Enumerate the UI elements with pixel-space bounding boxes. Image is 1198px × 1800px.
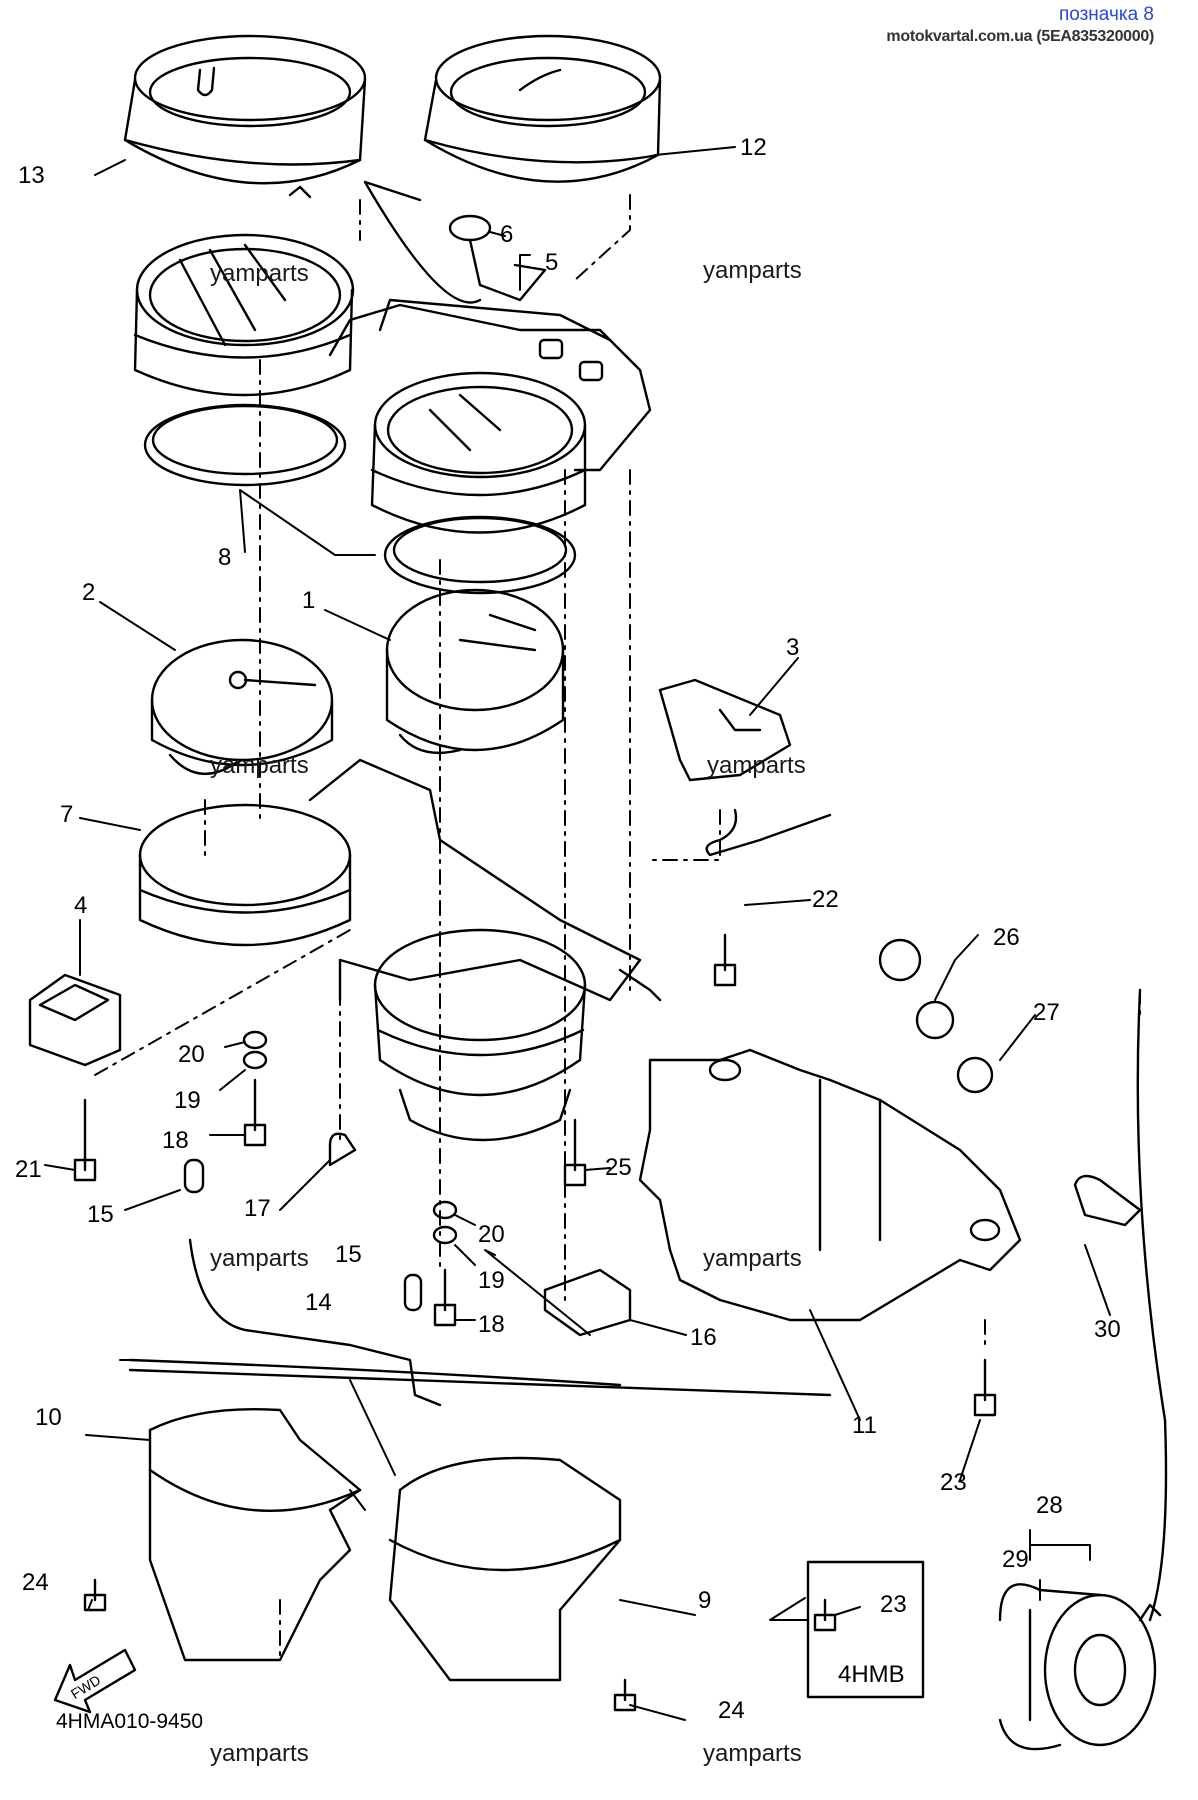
callout-15a: 15 [87,1201,114,1228]
callout-17: 17 [244,1195,271,1222]
callout-1: 1 [302,587,315,614]
callout-3: 3 [786,634,799,661]
callout-22: 22 [812,886,839,913]
bottom-bracket-part [638,1048,1022,1322]
inset-label: 4HMB [838,1661,905,1688]
wire-harness-part [128,1238,832,1407]
callout-19b: 19 [478,1267,505,1294]
inset-4hmb-box [806,1560,925,1699]
callout-23a: 23 [940,1469,967,1496]
callout-9: 9 [698,1587,711,1614]
watermark: yamparts [707,752,806,779]
meter-right-body [370,371,587,595]
callout-13: 13 [18,162,45,189]
callout-6: 6 [500,221,513,248]
callout-24a: 24 [22,1569,49,1596]
callout-8: 8 [218,544,231,571]
lower-housing-part [138,758,662,1142]
callout-20b: 20 [478,1221,505,1248]
indicator-lens-part [363,180,547,304]
callout-24b: 24 [718,1697,745,1724]
clip-part [1073,1174,1142,1227]
watermark: yamparts [210,1245,309,1272]
callout-20a: 20 [178,1041,205,1068]
callout-30: 30 [1094,1316,1121,1343]
callout-5: 5 [545,249,558,276]
header-title: позначка 8 [1058,4,1154,25]
upper-housing-part [328,298,652,472]
callout-4: 4 [74,892,87,919]
speedometer-cable-part [1136,988,1168,1622]
callout-28: 28 [1036,1492,1063,1519]
callout-21: 21 [15,1156,42,1183]
watermark: yamparts [210,1740,309,1767]
gauge-face-left-part [150,638,334,775]
meter-cover-left-part [123,34,367,199]
callout-18a: 18 [162,1127,189,1154]
fasteners [73,933,997,1712]
callout-16: 16 [690,1324,717,1351]
callout-14: 14 [305,1289,332,1316]
diagram-code: 4HMA010-9450 [56,1710,204,1733]
switch-part [28,973,122,1067]
callout-15b: 15 [335,1241,362,1268]
callout-10: 10 [35,1404,62,1431]
callout-19a: 19 [174,1087,201,1114]
watermark: yamparts [210,260,309,287]
gear-unit-part [998,1583,1162,1751]
callout-25: 25 [605,1154,632,1181]
callout-27: 27 [1033,999,1060,1026]
callout-26: 26 [993,924,1020,951]
callout-18b: 18 [478,1311,505,1338]
callout-7: 7 [60,801,73,828]
callout-12: 12 [740,134,767,161]
watermark: yamparts [703,1740,802,1767]
dampers-part [878,938,994,1094]
meter-cover-right-part [423,34,662,183]
watermark: yamparts [703,1245,802,1272]
gauge-face-right-part [385,588,565,754]
meter-left-body [133,233,355,487]
fwd-arrow [53,1648,137,1714]
callout-11: 11 [852,1412,877,1439]
lower-cover-left-part [148,1407,362,1662]
callout-29: 29 [1002,1546,1029,1573]
callout-23b: 23 [880,1591,907,1618]
watermark: yamparts [703,257,802,284]
lower-cover-right-part [388,1456,622,1682]
header-subtitle: motokvartal.com.ua (5EA835320000) [886,28,1154,45]
callout-2: 2 [82,579,95,606]
watermark: yamparts [210,752,309,779]
